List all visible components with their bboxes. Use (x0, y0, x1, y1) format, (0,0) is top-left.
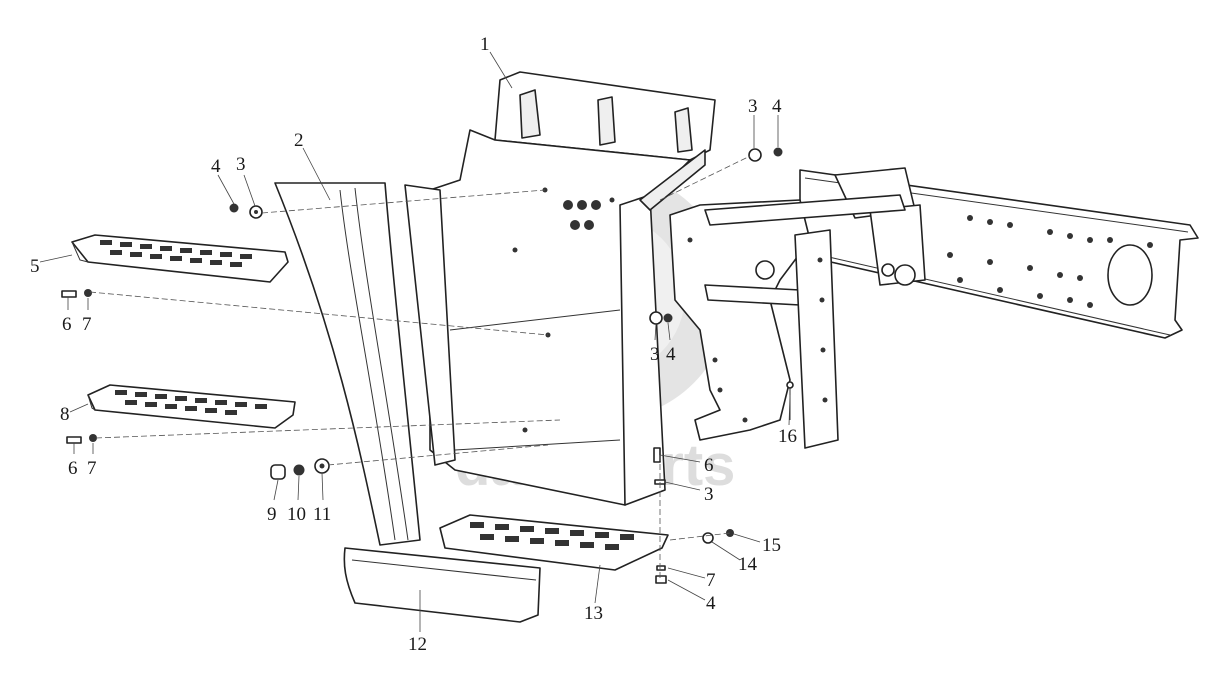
panel-assembly (404, 71, 716, 506)
callout-4: 4 (772, 96, 782, 117)
callout-3: 3 (236, 154, 246, 175)
spacer-9 (270, 464, 286, 480)
upper-step (71, 234, 289, 283)
bolt-6-panel (653, 447, 661, 463)
nut-4-center (663, 313, 673, 323)
side-fairing (274, 182, 421, 546)
callout-6: 6 (68, 458, 78, 479)
callout-7: 7 (87, 458, 97, 479)
nut-4-bottom (655, 575, 667, 584)
callout-2: 2 (294, 130, 304, 151)
callout-7: 7 (82, 314, 92, 335)
callout-12: 12 (408, 634, 427, 655)
nut-10 (293, 464, 305, 476)
callout-16: 16 (778, 426, 797, 447)
callout-14: 14 (738, 554, 758, 575)
bottom-step (439, 514, 669, 571)
callout-4: 4 (666, 344, 676, 365)
support-bracket (669, 194, 906, 449)
callout-5: 5 (30, 256, 40, 277)
callout-4: 4 (706, 593, 716, 614)
callout-4: 4 (211, 156, 221, 177)
bolt-6-lower (66, 436, 82, 444)
nut-7-upper (84, 289, 92, 297)
middle-step (87, 384, 296, 429)
frame-rail (799, 167, 1199, 339)
nut-4-upper-right (773, 147, 783, 157)
nut-15 (726, 529, 734, 537)
assembly-lines (89, 155, 751, 580)
washer-7-bottom (656, 565, 666, 571)
callout-6: 6 (62, 314, 72, 335)
bottom-trim (343, 547, 541, 623)
callout-7: 7 (706, 570, 716, 591)
nut-7-lower (89, 434, 97, 442)
callout-8: 8 (60, 404, 70, 425)
callout-3: 3 (748, 96, 758, 117)
leader-lines (39, 51, 791, 632)
callout-15: 15 (762, 535, 781, 556)
washer-3-center (649, 311, 663, 325)
callout-11: 11 (313, 504, 331, 525)
callout-3: 3 (704, 484, 714, 505)
callout-10: 10 (287, 504, 306, 525)
washer-14 (702, 532, 714, 544)
callout-labels: 1 2 3 4 3 4 5 6 7 3 4 8 6 7 9 10 11 6 3 … (30, 34, 797, 655)
bolt-6-upper (61, 290, 77, 298)
callout-6: 6 (704, 455, 714, 476)
nut-4-upper-left (229, 203, 239, 213)
callout-3: 3 (650, 344, 660, 365)
callout-1: 1 (480, 34, 490, 55)
washer-3-upper-right (748, 148, 762, 162)
callout-9: 9 (267, 504, 277, 525)
callout-13: 13 (584, 603, 603, 624)
